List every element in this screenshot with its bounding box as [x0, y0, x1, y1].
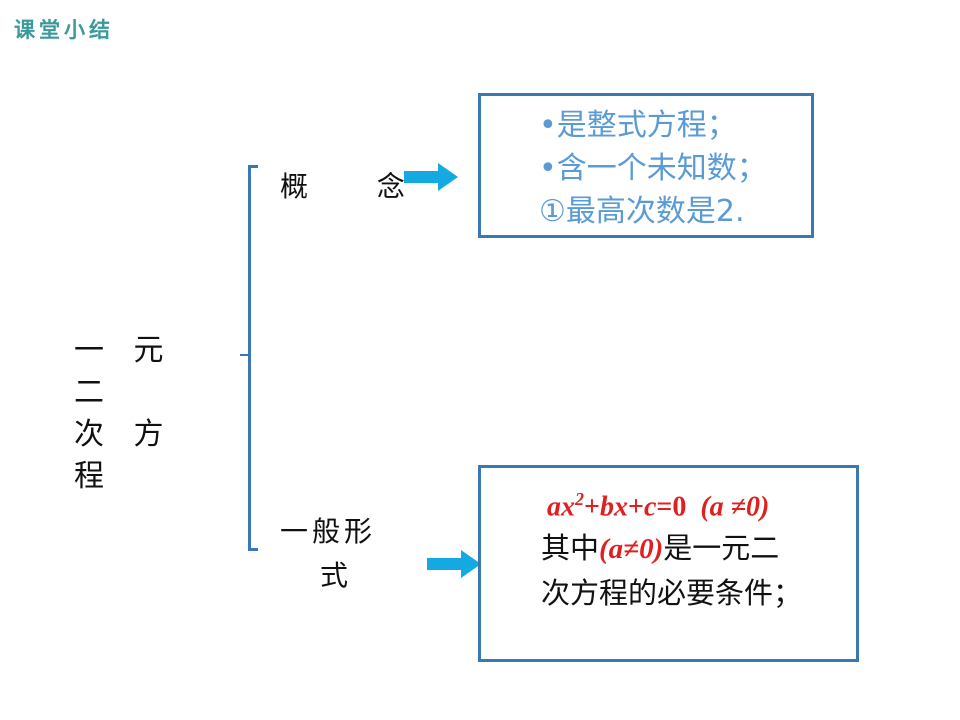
header-title: 课堂小结 [14, 18, 114, 42]
bracket-tick [240, 354, 248, 356]
formula-ax: ax [547, 491, 575, 523]
concept-box: •是整式方程； •含一个未知数； ①最高次数是2. [478, 93, 814, 238]
concept-item: •是整式方程； [539, 108, 737, 143]
branch-label-general-line1: 一般形 [280, 515, 377, 548]
main-topic: 一 元 二 次 方 程 [74, 330, 224, 498]
formula-plus: + [627, 491, 644, 523]
arrow-right-icon [427, 550, 481, 578]
concept-item: •含一个未知数； [539, 151, 767, 186]
branch-label-concept: 概 念 [280, 170, 435, 203]
branch-bracket [248, 165, 263, 551]
formula-exponent: 2 [575, 489, 584, 509]
formula-condition: (a ≠0) [700, 491, 770, 523]
main-topic-line2: 次 方 程 [74, 417, 174, 494]
note-prefix: 其中 [541, 531, 600, 566]
arrow-right-icon [404, 163, 458, 191]
general-form-box: ax2+bx+c=0 (a ≠0) 其中(a≠0)是一元二 次方程的必要条件； [478, 465, 859, 662]
note-suffix: 是一元二 [663, 531, 780, 566]
main-topic-line1: 一 元 二 [74, 333, 174, 410]
concept-item: ①最高次数是2. [539, 194, 745, 229]
branch-label-general-form: 一般形 式 [280, 510, 410, 598]
formula-equals-zero: =0 [656, 491, 687, 523]
general-form-note-line1: 其中(a≠0)是一元二 [541, 526, 856, 571]
formula-bx: bx [599, 491, 628, 523]
formula-c: c [643, 491, 657, 523]
formula-plus: + [584, 491, 600, 523]
general-formula: ax2+bx+c=0 (a ≠0) [547, 480, 856, 526]
branch-label-general-line2: 式 [320, 559, 353, 592]
general-form-note-line2: 次方程的必要条件； [541, 576, 803, 611]
note-condition: (a≠0) [599, 533, 664, 566]
